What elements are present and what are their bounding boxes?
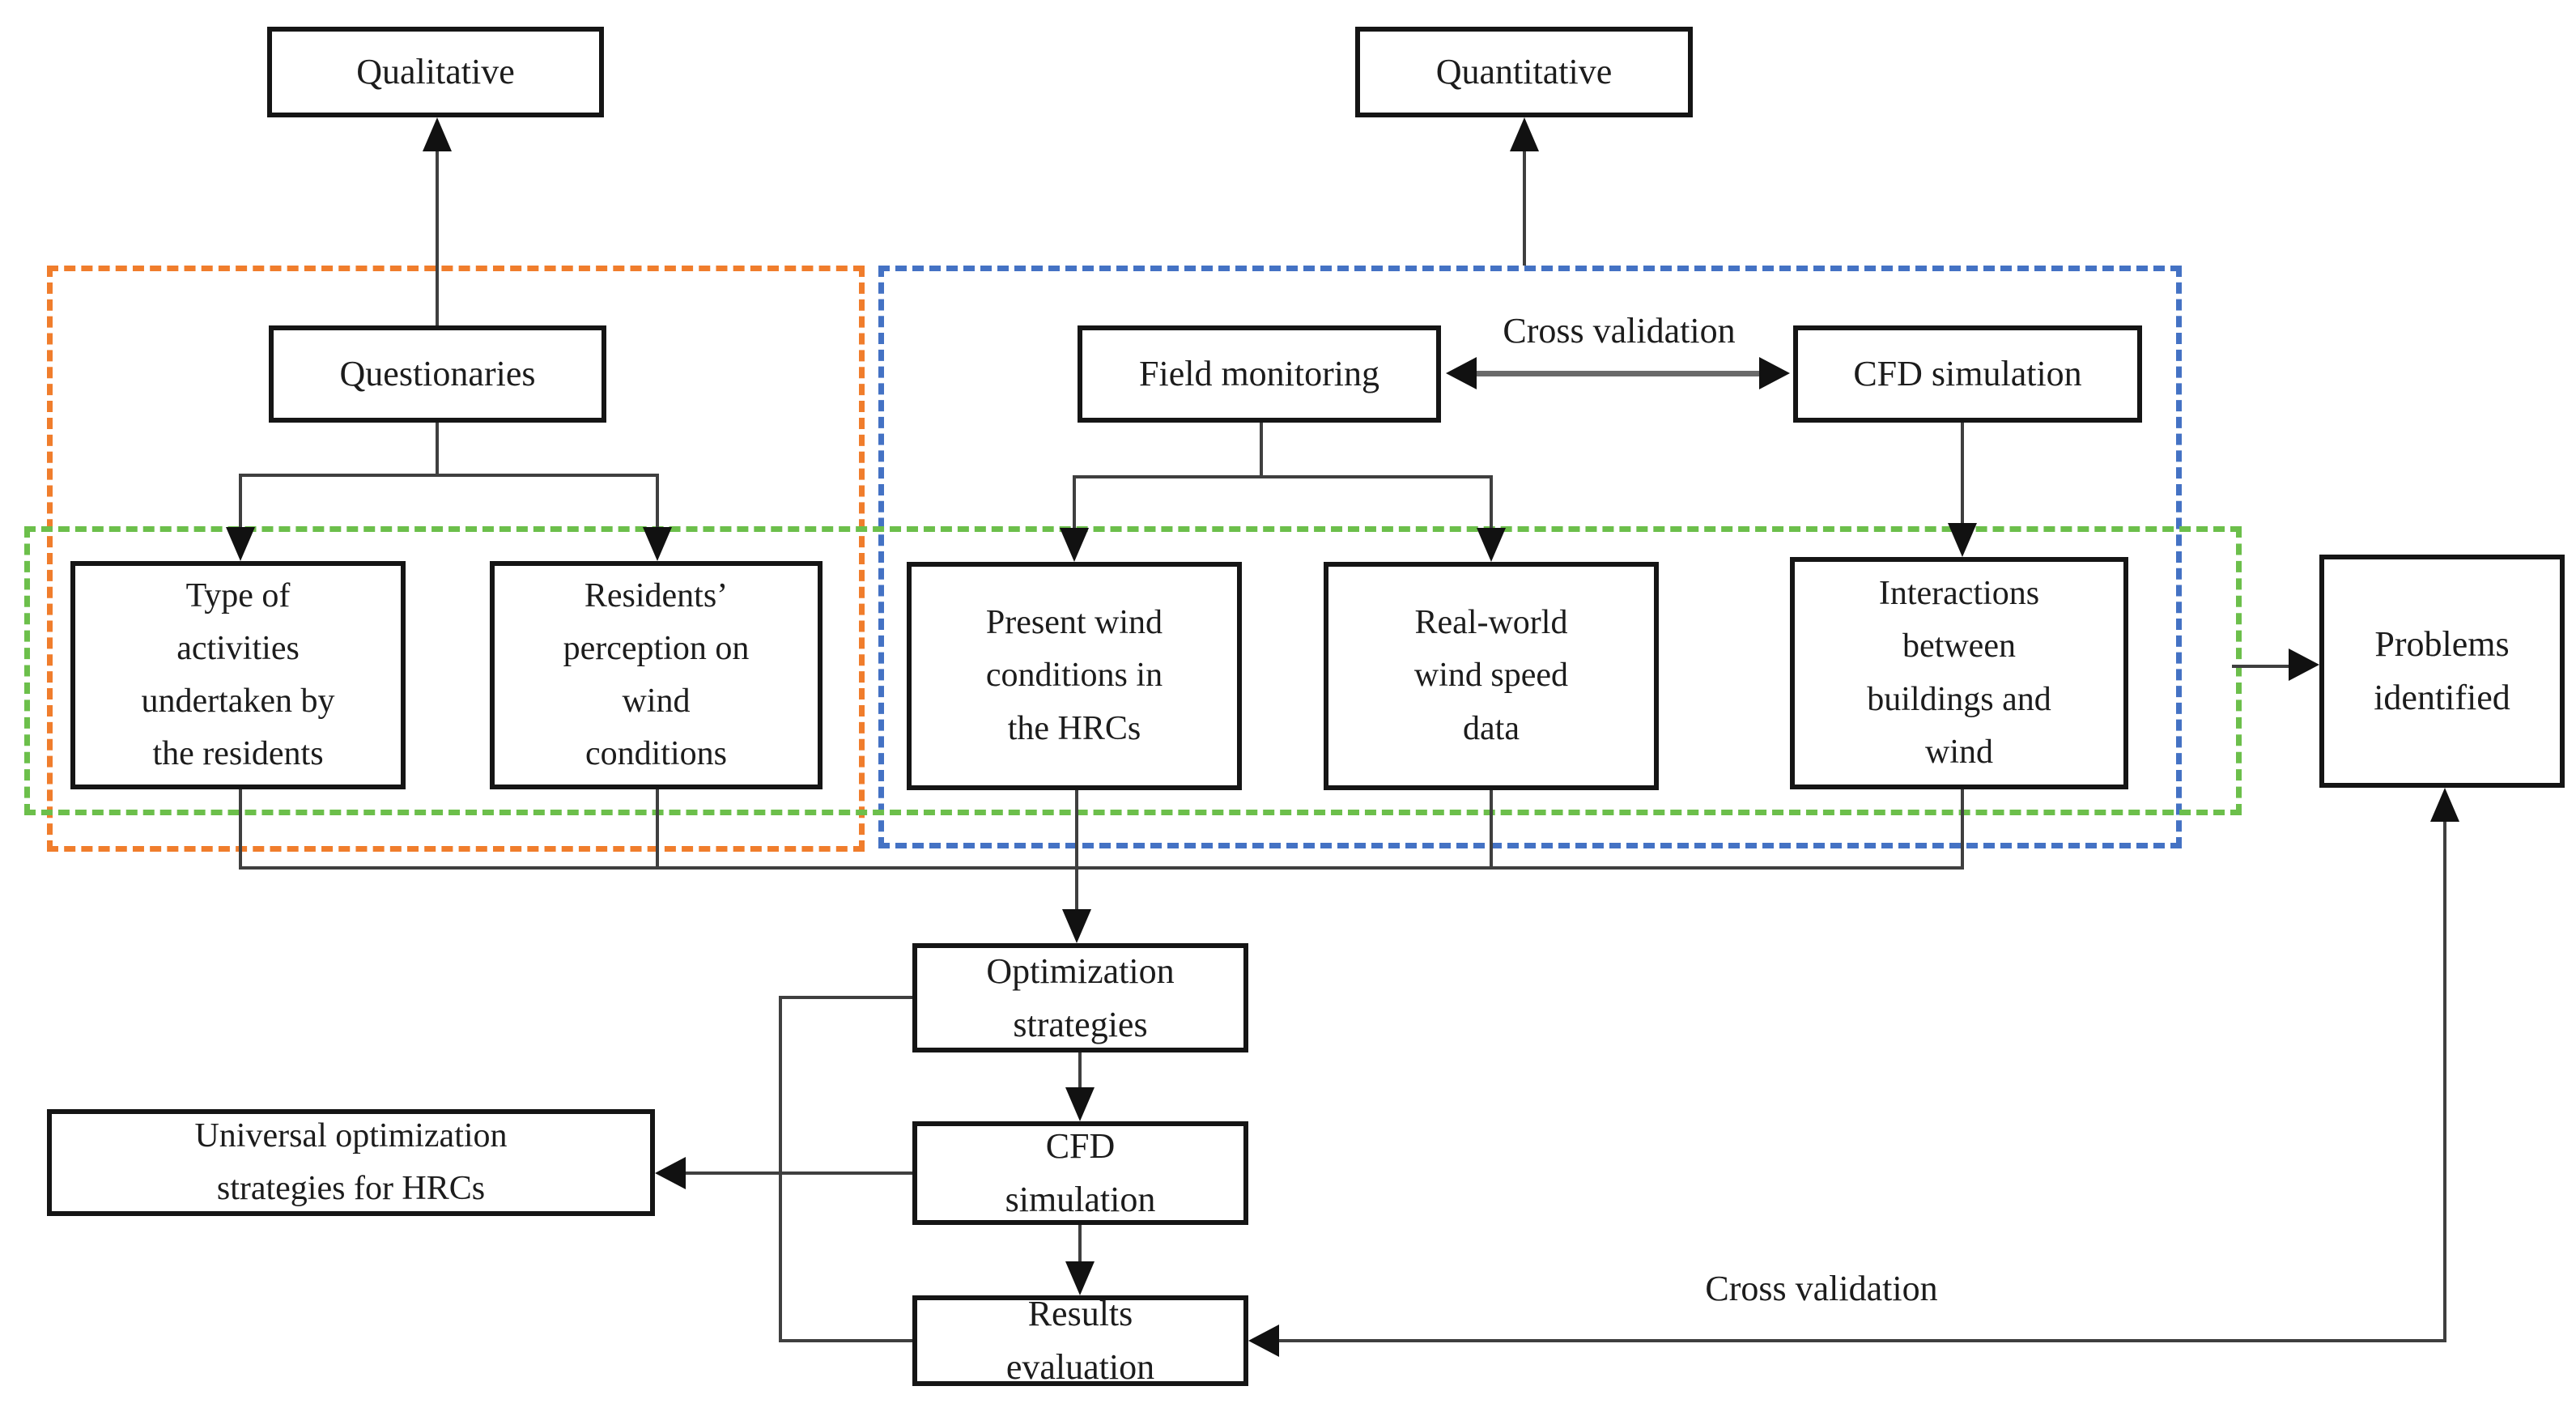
box-field-monitoring-label: Field monitoring <box>1139 354 1379 393</box>
edge-feedback-bottom-stub <box>779 1339 912 1342</box>
edge-cross-validation-top <box>1473 371 1761 376</box>
edge-branch-to-real-world <box>1490 475 1493 530</box>
arrowhead-into-type-activities <box>226 527 255 561</box>
box-universal-optimization-strategies-label: Universal optimization strategies for HR… <box>194 1116 508 1207</box>
arrowhead-into-present-wind <box>1060 528 1089 562</box>
edge-questionaries-to-qualitative <box>436 148 439 325</box>
box-real-world-wind-speed: Real-world wind speed data <box>1324 562 1659 790</box>
arrowhead-into-problems-bottom <box>2430 788 2459 822</box>
arrowhead-into-cfd-bottom <box>1065 1087 1095 1121</box>
box-cfd-simulation-top: CFD simulation <box>1793 325 2142 423</box>
edge-perception-to-collector <box>656 789 659 870</box>
edge-cfd-to-results <box>1078 1225 1082 1265</box>
edge-group-to-problems <box>2232 665 2292 668</box>
arrowhead-into-cfd-top <box>1759 357 1790 389</box>
box-type-of-activities: Type of activities undertaken by the res… <box>70 561 406 789</box>
edge-real-world-to-collector <box>1490 790 1493 870</box>
edge-branch-to-perception <box>656 474 659 530</box>
box-interactions-buildings-wind-label: Interactions between buildings and wind <box>1867 575 2051 771</box>
edge-feedback-top-stub <box>779 996 912 999</box>
box-present-wind-conditions: Present wind conditions in the HRCs <box>907 562 1242 790</box>
box-interactions-buildings-wind: Interactions between buildings and wind <box>1790 557 2128 789</box>
arrowhead-into-results-right <box>1248 1325 1279 1357</box>
edge-group-to-quantitative <box>1523 148 1526 266</box>
edge-branch-to-type <box>239 474 242 530</box>
box-optimization-strategies: Optimization strategies <box>912 943 1248 1052</box>
edge-cross-validation-bottom <box>1277 1339 2446 1342</box>
edge-field-monitoring-stub <box>1260 423 1263 477</box>
box-present-wind-conditions-label: Present wind conditions in the HRCs <box>985 604 1163 747</box>
identification-group-frame <box>24 526 2242 815</box>
arrowhead-into-universal <box>655 1157 686 1189</box>
box-residents-perception: Residents’ perception on wind conditions <box>490 561 823 789</box>
box-problems-identified: Problems identified <box>2319 555 2565 788</box>
box-cfd-simulation-top-label: CFD simulation <box>1853 354 2082 393</box>
qualitative-group-frame <box>47 266 865 852</box>
edge-branch-to-present-wind <box>1073 475 1076 530</box>
arrowhead-into-perception <box>643 527 672 561</box>
arrowhead-into-real-world <box>1477 528 1506 562</box>
edge-interactions-to-collector <box>1961 789 1964 870</box>
box-universal-optimization-strategies: Universal optimization strategies for HR… <box>47 1109 655 1216</box>
box-questionaries-label: Questionaries <box>339 354 536 393</box>
box-cfd-simulation-bottom-label: CFD simulation <box>1005 1126 1156 1219</box>
box-results-evaluation: Results evaluation <box>912 1294 1248 1387</box>
cross-validation-top-label: Cross validation <box>1503 311 1736 351</box>
edge-cfd-to-interactions <box>1961 423 1964 526</box>
edge-type-to-collector <box>239 789 242 870</box>
arrowhead-into-interactions <box>1948 523 1977 557</box>
edge-optimization-to-cfd <box>1078 1052 1082 1091</box>
box-quantitative: Quantitative <box>1355 27 1693 117</box>
box-qualitative: Qualitative <box>267 27 604 117</box>
edge-collector-line <box>239 866 1964 870</box>
box-residents-perception-label: Residents’ perception on wind conditions <box>563 576 750 773</box>
box-questionaries: Questionaries <box>269 325 606 423</box>
box-field-monitoring: Field monitoring <box>1078 325 1441 423</box>
box-problems-identified-label: Problems identified <box>2374 624 2510 717</box>
box-results-evaluation-label: Results evaluation <box>1005 1294 1155 1387</box>
edge-feedback-vertical <box>779 996 782 1342</box>
edge-to-universal <box>682 1171 912 1175</box>
arrowhead-into-qualitative <box>423 117 452 151</box>
box-cfd-simulation-bottom: CFD simulation <box>912 1121 1248 1225</box>
box-optimization-strategies-label: Optimization strategies <box>986 950 1175 1044</box>
arrowhead-into-quantitative <box>1510 117 1539 151</box>
box-qualitative-label: Qualitative <box>356 52 515 91</box>
arrowhead-into-results <box>1065 1261 1095 1295</box>
edge-collector-to-optimization <box>1075 790 1078 912</box>
edge-questionaries-branch <box>239 474 657 477</box>
box-real-world-wind-speed-label: Real-world wind speed data <box>1413 604 1569 747</box>
arrowhead-into-field-monitoring <box>1446 357 1477 389</box>
arrowhead-into-problems <box>2289 648 2319 681</box>
edge-questionaries-stub <box>436 423 439 475</box>
cross-validation-bottom-label: Cross validation <box>1705 1269 1938 1308</box>
box-type-of-activities-label: Type of activities undertaken by the res… <box>141 576 335 773</box>
arrowhead-into-optimization <box>1062 909 1091 943</box>
edge-cross-validation-vertical <box>2443 819 2446 1342</box>
box-quantitative-label: Quantitative <box>1435 52 1613 91</box>
edge-field-monitoring-branch <box>1073 475 1491 478</box>
quantitative-group-frame <box>878 266 2182 848</box>
